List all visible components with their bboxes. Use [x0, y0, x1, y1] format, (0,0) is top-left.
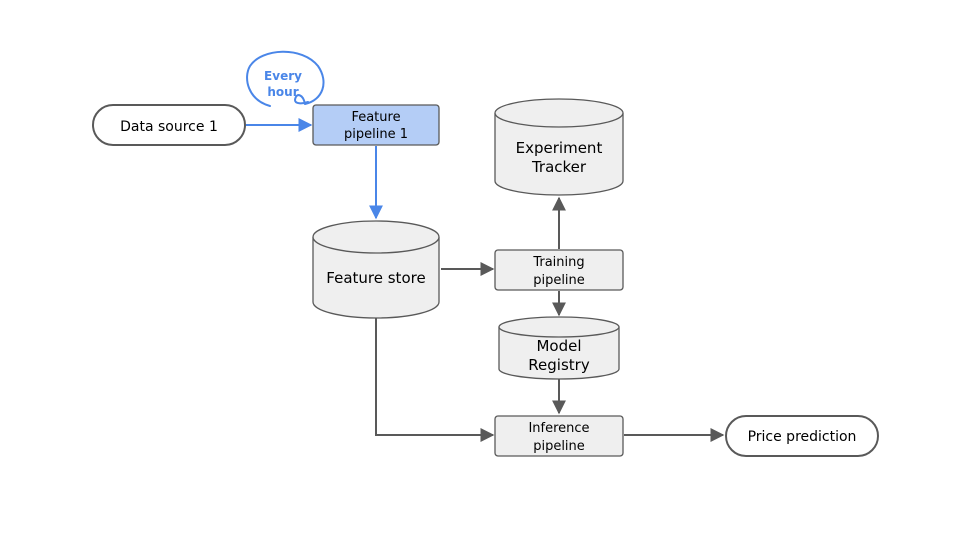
inference-pipeline-label-line-2: pipeline [533, 439, 585, 454]
node-feature-store[interactable]: Feature store [312, 220, 440, 319]
feature-pipeline-label-line-2: pipeline 1 [344, 127, 408, 142]
model-registry-label-line-1: Model [536, 337, 581, 355]
inference-pipeline-label-line-1: Inference [528, 421, 589, 436]
model-registry-label-line-2: Registry [528, 356, 590, 374]
node-model-registry[interactable]: Model Registry [498, 316, 620, 380]
price-prediction-label: Price prediction [748, 429, 857, 445]
feature-pipeline-label-line-1: Feature [351, 110, 400, 125]
feature-store-body [312, 237, 440, 319]
node-price-prediction[interactable]: Price prediction [725, 415, 879, 457]
feature-store-label: Feature store [326, 269, 425, 287]
node-data-source[interactable]: Data source 1 [92, 104, 246, 146]
data-source-label: Data source 1 [120, 119, 218, 135]
data-source-shape [92, 104, 246, 146]
arrow-feature-store-to-inference-pipeline [375, 318, 495, 442]
model-registry-body [498, 327, 620, 380]
every-hour-annotation: Every hour [246, 50, 325, 107]
node-training-pipeline[interactable]: Training pipeline [494, 249, 624, 291]
annotation-bubble [246, 50, 325, 107]
experiment-tracker-label-line-2: Tracker [531, 158, 587, 176]
training-pipeline-shape [494, 249, 624, 291]
experiment-tracker-body [494, 113, 624, 196]
price-prediction-shape [725, 415, 879, 457]
experiment-tracker-top [494, 98, 624, 128]
training-pipeline-label-line-1: Training [532, 255, 584, 270]
model-registry-top [498, 316, 620, 338]
node-feature-pipeline[interactable]: Feature pipeline 1 [312, 104, 440, 146]
annotation-line-2: hour [267, 85, 298, 99]
node-experiment-tracker[interactable]: Experiment Tracker [494, 98, 624, 196]
feature-store-top [312, 220, 440, 254]
node-inference-pipeline[interactable]: Inference pipeline [494, 415, 624, 457]
training-pipeline-label-line-2: pipeline [533, 273, 585, 288]
experiment-tracker-label-line-1: Experiment [516, 139, 603, 157]
feature-pipeline-shape [312, 104, 440, 146]
inference-pipeline-shape [494, 415, 624, 457]
annotation-line-1: Every [264, 69, 302, 83]
